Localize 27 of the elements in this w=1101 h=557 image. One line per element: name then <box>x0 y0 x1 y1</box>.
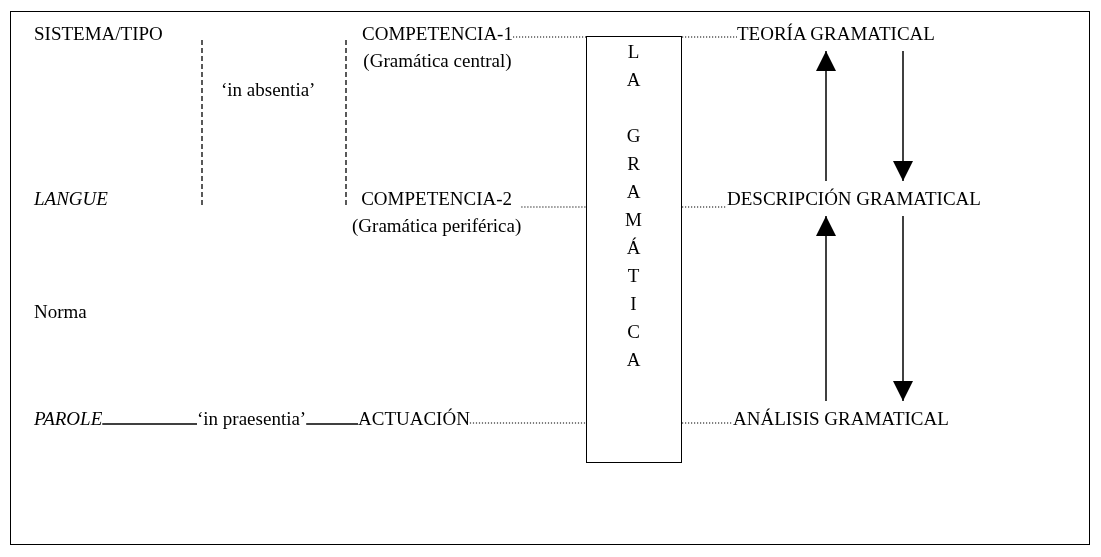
term-label: PAROLE <box>34 405 103 432</box>
term-label: ANÁLISIS GRAMATICAL <box>733 405 949 432</box>
term-label: ACTUACIÓN <box>358 405 470 432</box>
term-label: ‘in absentia’ <box>221 76 316 103</box>
dotted-connector <box>520 206 587 208</box>
term-label: DESCRIPCIÓN GRAMATICAL <box>727 185 981 212</box>
term-label: COMPETENCIA-1 <box>362 22 513 46</box>
arrow <box>816 50 836 182</box>
term-label: COMPETENCIA-2 <box>360 187 514 211</box>
dotted-connector <box>681 206 728 208</box>
dotted-connector <box>681 422 734 424</box>
connector-line <box>305 423 359 425</box>
dotted-connector <box>681 36 738 38</box>
term-label: ‘in praesentia’ <box>197 405 307 432</box>
dotted-connector <box>512 36 587 38</box>
arrow <box>893 50 913 182</box>
arrow <box>893 215 913 402</box>
dotted-connector <box>469 422 587 424</box>
connector-line <box>101 423 198 425</box>
arrow <box>816 215 836 402</box>
subtitle-label: (Gramática central) <box>362 49 513 73</box>
term-label: TEORÍA GRAMATICAL <box>737 20 935 47</box>
term-label: SISTEMA/TIPO <box>34 20 163 47</box>
term-label: LANGUE <box>34 185 108 212</box>
term-label: Norma <box>34 298 87 325</box>
vertical-text-box: LA GRAMÁTICA <box>586 36 682 463</box>
subtitle-label: (Gramática periférica) <box>352 214 522 238</box>
